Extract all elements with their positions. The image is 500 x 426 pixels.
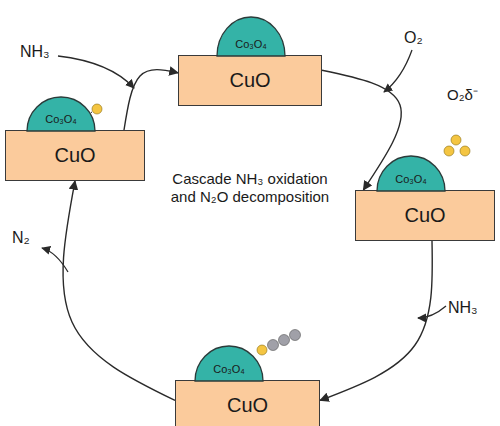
oxygen-dot [460,146,470,156]
dome-shape [217,17,285,56]
particle-dome: Co₃O₄ [376,155,446,191]
cycle-arrow [124,70,178,130]
particle-dome: Co₃O₄ [194,345,264,381]
oxygen-dot [257,345,267,355]
particle-label: Co₃O₄ [395,173,427,191]
support-block: CuOCo₃O₄ [178,55,322,106]
particle-label: Co₃O₄ [45,113,77,131]
o2-inlet-stub [384,50,412,92]
support-label: CuO [404,204,445,227]
support-block: CuOCo₃O₄ [175,380,320,426]
support-label: CuO [227,394,268,417]
support-label: CuO [54,144,95,167]
reactant-label: NH₃ [448,298,478,317]
dome-shape [195,346,263,381]
reactant-label: N₂ [12,228,30,247]
particle-dome: Co₃O₄ [26,96,96,131]
particle-label: Co₃O₄ [213,363,245,381]
cycle-arrow [320,241,432,400]
dome-shape [377,156,445,191]
oxygen-dot [92,104,102,114]
particle-dome: Co₃O₄ [216,16,286,56]
reactant-label: NH₃ [20,42,50,61]
nh3-inlet-stub [418,306,446,318]
species-label: O₂δ⁻ [447,86,478,104]
adsorbate-dot [290,330,301,341]
oxygen-dot [444,146,454,156]
particle-label: Co₃O₄ [235,38,267,56]
support-block: CuOCo₃O₄ [355,190,495,241]
reactant-label: O₂ [404,28,423,47]
support-label: CuO [229,69,270,92]
cycle-arrow [63,181,175,400]
adsorbate-dot [268,340,279,351]
adsorbate-dot [279,335,290,346]
dome-shape [27,97,95,131]
center-caption: Cascade NH₃ oxidation and N₂O decomposit… [160,170,340,206]
nh3-inlet-stub [58,56,134,88]
support-block: CuOCo₃O₄ [5,130,145,181]
oxygen-dot [451,135,461,145]
